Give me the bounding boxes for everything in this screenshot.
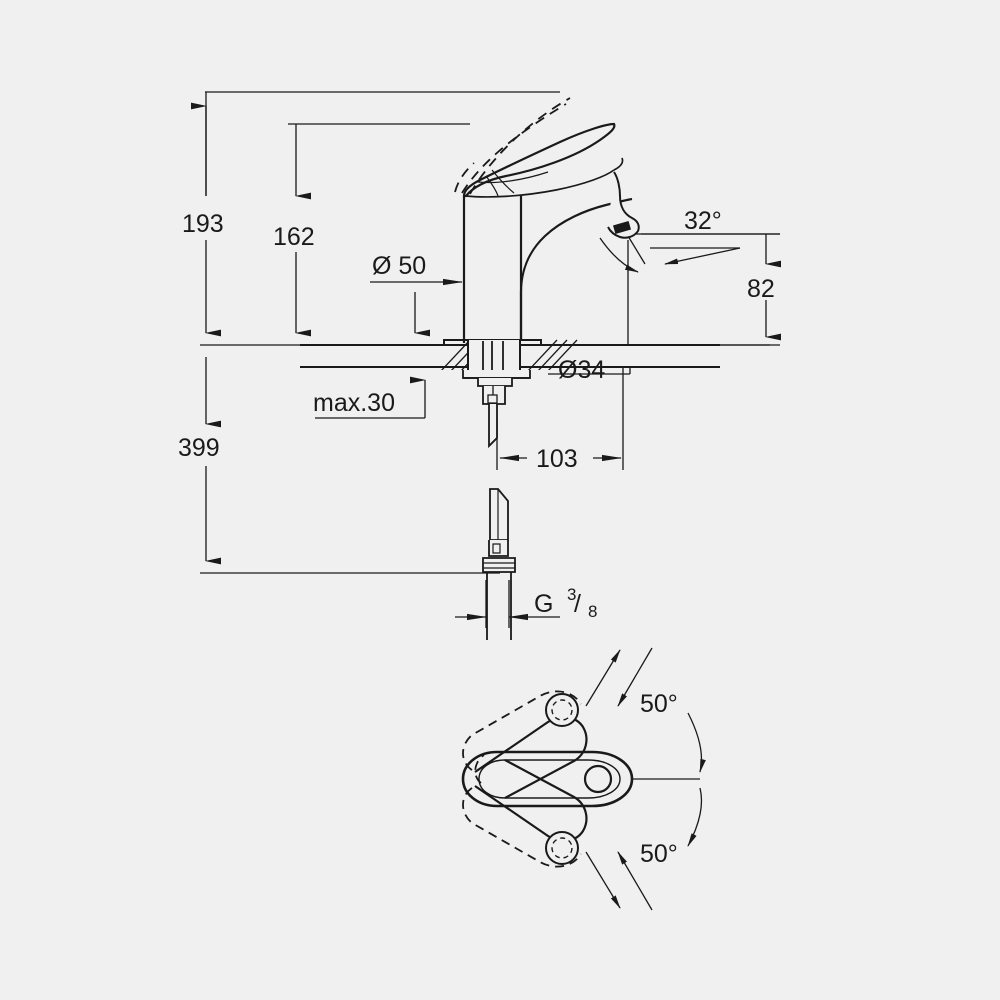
label-103: 103	[536, 445, 578, 473]
label-g-slash: /	[574, 590, 581, 618]
faucet-elevation	[443, 97, 640, 345]
top-view-swivel-diagram	[461, 647, 706, 911]
label-g-letter: G	[534, 590, 553, 618]
flexible-hose-connector	[482, 488, 516, 640]
deck-section	[300, 339, 720, 370]
label-max-30: max.30	[313, 389, 395, 417]
label-32-degrees: 32°	[684, 207, 722, 235]
label-399: 399	[178, 434, 220, 462]
dimension-g38	[455, 580, 560, 628]
label-82: 82	[747, 275, 775, 303]
dimension-32deg	[599, 233, 780, 273]
label-162: 162	[273, 223, 315, 251]
label-diameter-50: Ø 50	[372, 252, 426, 280]
label-g-denominator: 8	[588, 602, 597, 621]
label-g-thread: G 3 / 8	[534, 585, 597, 621]
label-diameter-34: Ø34	[558, 356, 605, 384]
dimension-diameter-50	[370, 278, 463, 337]
label-swivel-upper: 50°	[640, 690, 678, 718]
label-193: 193	[182, 210, 224, 238]
label-swivel-lower: 50°	[640, 840, 678, 868]
label-g-numerator: 3	[567, 585, 576, 604]
shank-assembly	[462, 341, 531, 449]
